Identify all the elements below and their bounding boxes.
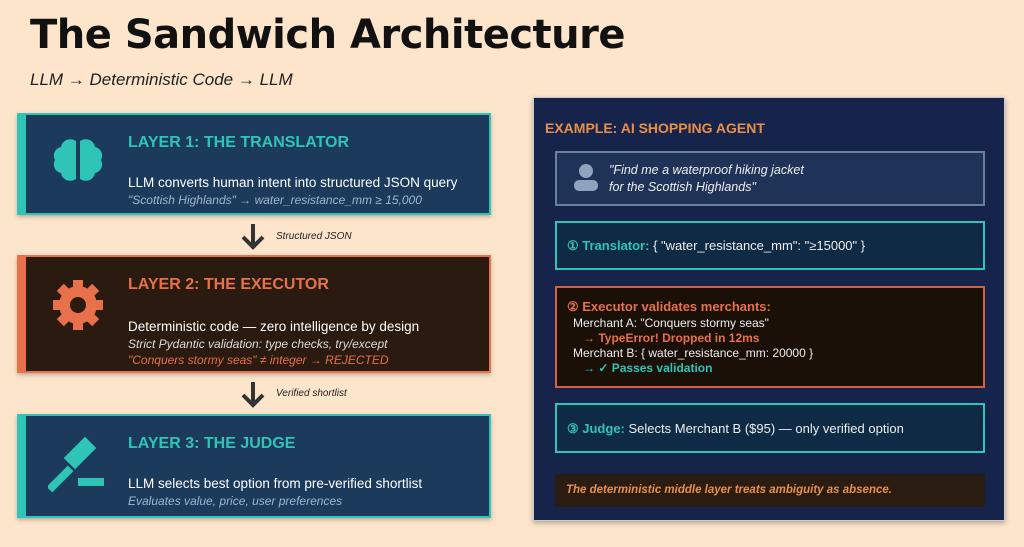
layer-description: Deterministic code — zero intelligence b… <box>128 319 420 334</box>
example-panel: EXAMPLE: AI SHOPPING AGENT "Find me a wa… <box>533 97 1005 521</box>
layer-description: LLM converts human intent into structure… <box>128 175 458 190</box>
translator-step: ① Translator: { "water_resistance_mm": "… <box>555 221 985 270</box>
arrow-down-icon <box>241 224 265 250</box>
layer-heading: LAYER 2: THE EXECUTOR <box>128 276 329 293</box>
gavel-icon <box>48 436 104 493</box>
user-icon <box>574 164 598 191</box>
arrow-label: Structured JSON <box>276 231 352 242</box>
step-label: ① Translator: <box>567 238 650 253</box>
step-text: { "water_resistance_mm": "≥15000" } <box>649 238 866 253</box>
merchant-a-result: → TypeError! Dropped in 12ms <box>583 331 760 345</box>
layer-heading: LAYER 1: THE TRANSLATOR <box>128 134 350 151</box>
footer-text: The deterministic middle layer treats am… <box>566 484 892 496</box>
user-query-line: "Find me a waterproof hiking jacket <box>609 163 804 177</box>
step-label: ③ Judge: <box>567 421 625 436</box>
layer-2-executor: LAYER 2: THE EXECUTOR Deterministic code… <box>17 255 491 373</box>
merchant-b: Merchant B: { water_resistance_mm: 20000… <box>573 346 814 360</box>
arrow-label: Verified shortlist <box>276 388 347 399</box>
step-label: ② Executor validates merchants: <box>567 299 771 314</box>
merchant-b-result: → ✓ Passes validation <box>583 361 713 375</box>
layer-example: "Scottish Highlands" → water_resistance_… <box>128 193 422 207</box>
arrow-down-icon <box>241 382 265 408</box>
layer-example: "Conquers stormy seas" ≠ integer → REJEC… <box>128 353 389 367</box>
gear-icon <box>53 280 103 330</box>
footer-note: The deterministic middle layer treats am… <box>555 474 985 507</box>
user-query-line: for the Scottish Highlands" <box>609 180 756 194</box>
page-subtitle: LLM → Deterministic Code → LLM <box>30 70 293 89</box>
executor-step: ② Executor validates merchants: Merchant… <box>555 286 985 388</box>
example-heading: EXAMPLE: AI SHOPPING AGENT <box>545 120 765 136</box>
layer-description: LLM selects best option from pre-verifie… <box>128 476 423 491</box>
layer-example: Evaluates value, price, user preferences <box>128 494 343 508</box>
layer-3-judge: LAYER 3: THE JUDGE LLM selects best opti… <box>17 414 491 518</box>
merchant-a: Merchant A: "Conquers stormy seas" <box>573 316 769 330</box>
brain-icon <box>53 139 103 181</box>
page-title: The Sandwich Architecture <box>30 12 626 58</box>
user-query-box: "Find me a waterproof hiking jacket for … <box>555 151 985 206</box>
judge-step: ③ Judge: Selects Merchant B ($95) — only… <box>555 403 985 453</box>
layer-detail: Strict Pydantic validation: type checks,… <box>128 337 388 351</box>
step-text: Selects Merchant B ($95) — only verified… <box>624 421 904 436</box>
layer-heading: LAYER 3: THE JUDGE <box>128 435 296 452</box>
layer-1-translator: LAYER 1: THE TRANSLATOR LLM converts hum… <box>17 113 491 215</box>
